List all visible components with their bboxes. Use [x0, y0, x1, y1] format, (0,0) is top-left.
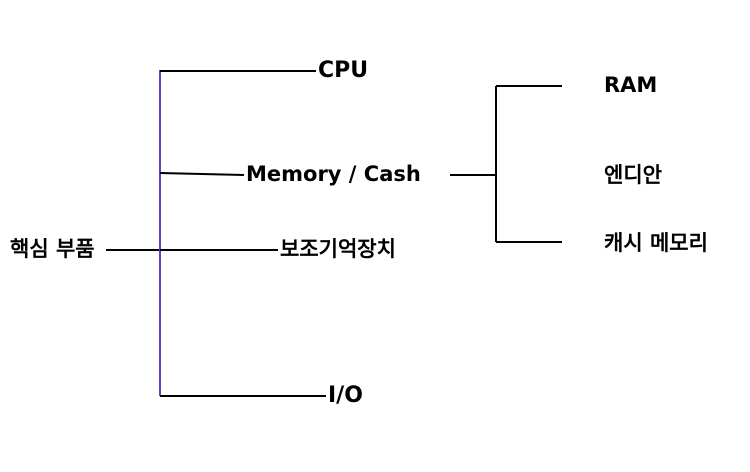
memory-child-label-cache: 캐시 메모리	[604, 231, 708, 255]
memory-child-label-ram: RAM	[604, 73, 657, 97]
branch-label-cpu: CPU	[318, 58, 368, 83]
branch-line-memory	[159, 172, 245, 176]
branch-label-storage: 보조기억장치	[280, 237, 396, 261]
memory-child-label-endian: 엔디안	[604, 163, 662, 187]
branch-label-io: I/O	[328, 383, 363, 408]
root-label: 핵심 부품	[10, 237, 95, 261]
branch-label-memory: Memory / Cash	[246, 162, 421, 186]
